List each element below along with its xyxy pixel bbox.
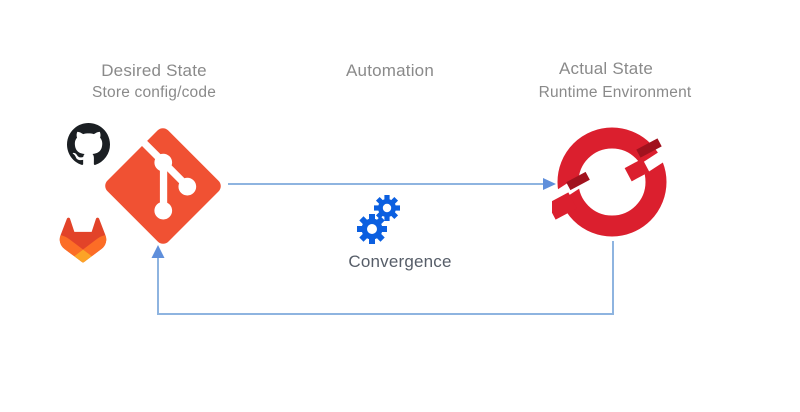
git-logo-icon: [105, 128, 221, 244]
actual-state-title: Actual State: [558, 59, 654, 78]
feedback-loop-line: [157, 241, 614, 315]
automation-title: Automation: [346, 61, 434, 80]
convergence-label: Convergence: [348, 252, 452, 271]
arrowhead-right-icon: [543, 178, 556, 190]
desired-state-title: Desired State: [101, 61, 207, 80]
gitlab-icon: [59, 217, 107, 263]
arrowhead-up-icon: [151, 245, 165, 258]
gears-icon: [357, 195, 400, 244]
actual-state-subtitle: Runtime Environment: [538, 84, 692, 101]
openshift-icon: [552, 127, 671, 237]
desired-state-subtitle: Store config/code: [91, 84, 217, 101]
github-icon: [67, 123, 110, 165]
